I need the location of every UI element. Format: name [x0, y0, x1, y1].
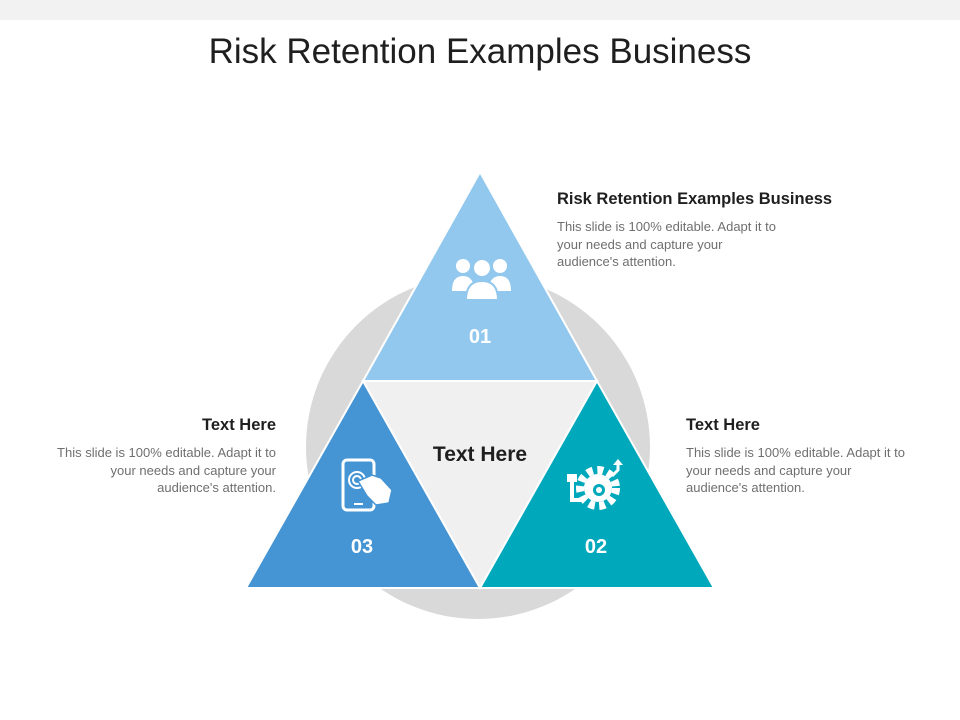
- callout-right-heading: Text Here: [686, 416, 760, 434]
- center-label: Text Here: [433, 443, 527, 466]
- page-title: Risk Retention Examples Business: [208, 32, 752, 71]
- people-group-icon: [452, 258, 511, 301]
- top-strip: [0, 0, 960, 20]
- gear-process-icon: [567, 459, 623, 510]
- callout-left-heading: Text Here: [202, 416, 276, 434]
- segment-02-number: 02: [585, 536, 607, 558]
- callout-top-body: This slide is 100% editable. Adapt it to…: [557, 219, 776, 269]
- touchscreen-phone-icon: [341, 458, 393, 512]
- segment-01-number: 01: [469, 326, 491, 348]
- callout-left: Text Here This slide is 100% editable. A…: [46, 416, 276, 497]
- callout-right: Text Here This slide is 100% editable. A…: [686, 416, 916, 497]
- callout-right-body: This slide is 100% editable. Adapt it to…: [686, 445, 905, 495]
- callout-top-heading: Risk Retention Examples Business: [557, 190, 833, 208]
- segment-03-number: 03: [351, 536, 373, 558]
- callout-top: Risk Retention Examples Business This sl…: [557, 190, 833, 271]
- callout-left-body: This slide is 100% editable. Adapt it to…: [57, 445, 276, 495]
